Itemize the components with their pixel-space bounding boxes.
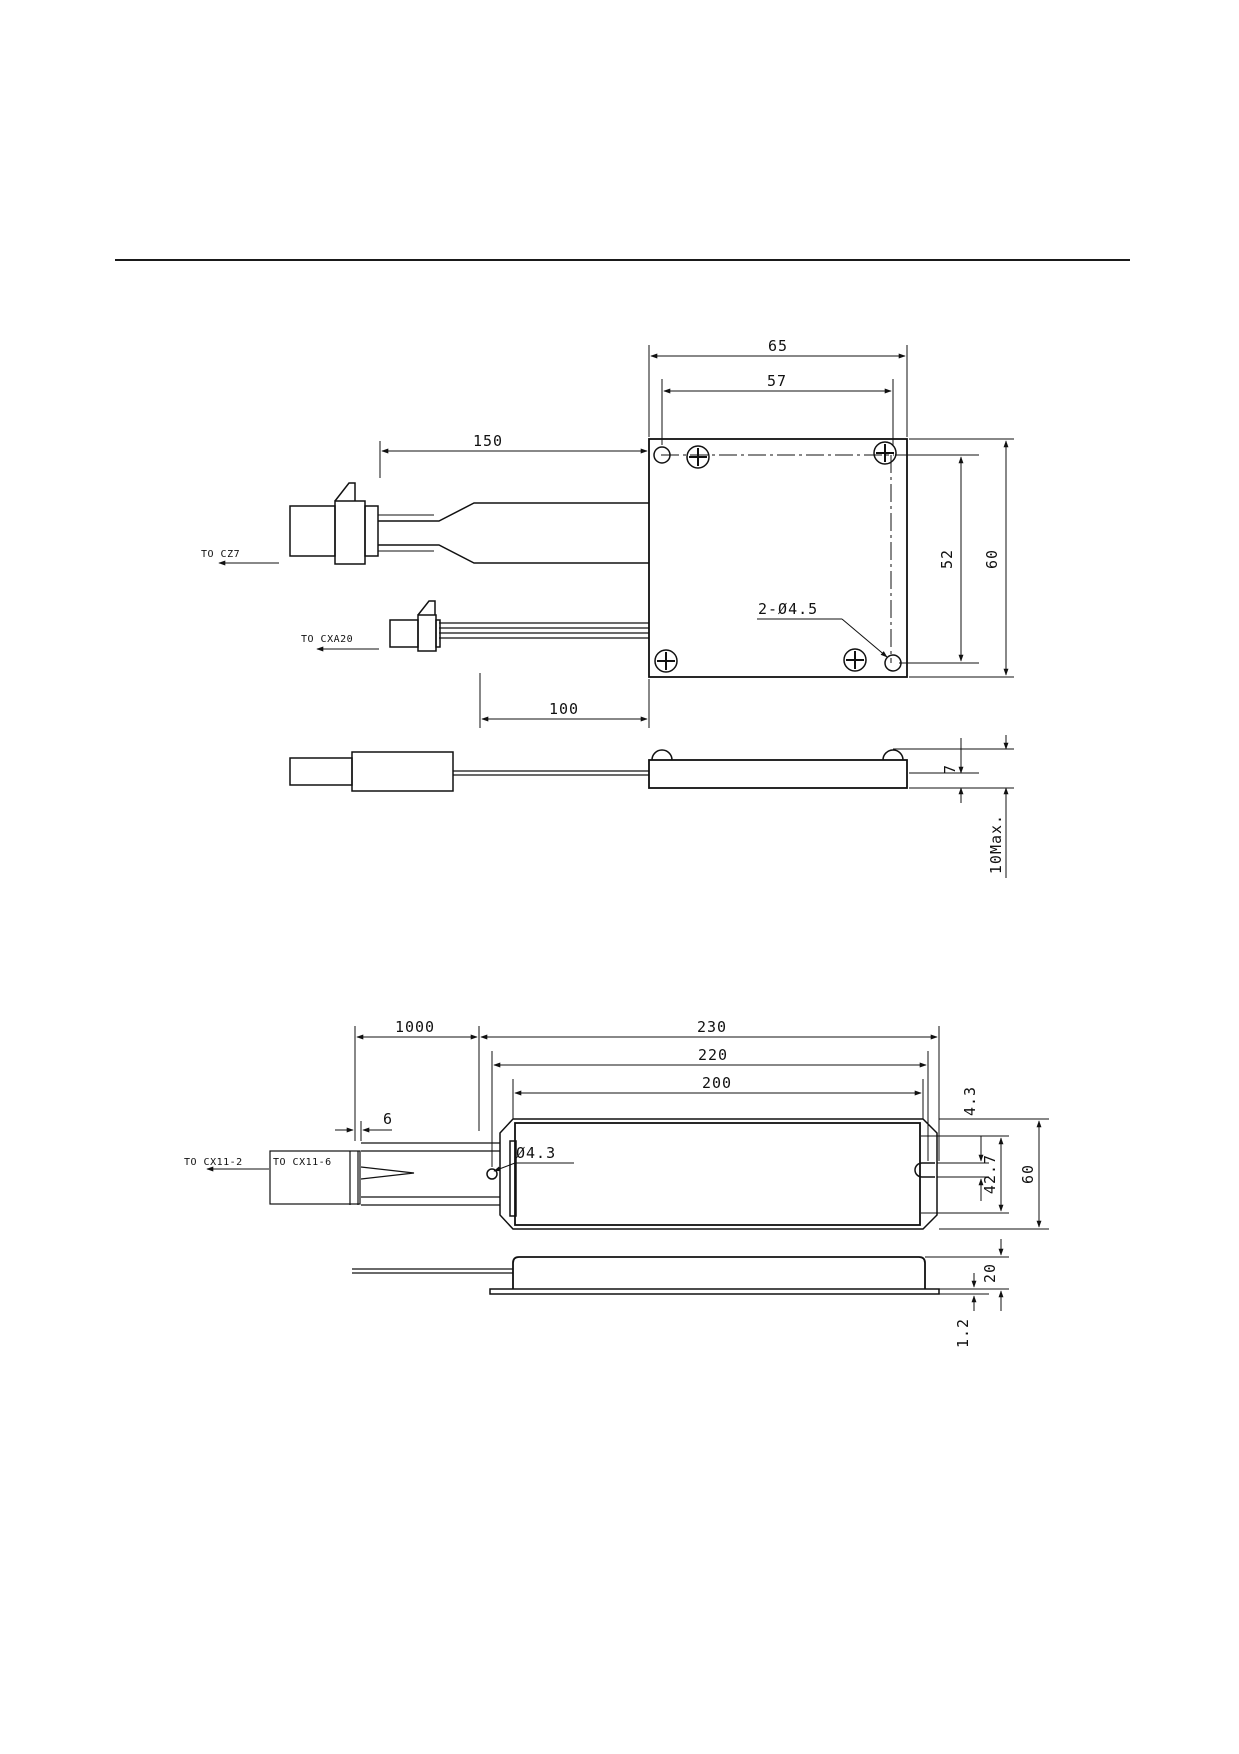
dim-150-label: 150: [473, 432, 503, 450]
hole-callout-label: Ø4.3: [516, 1144, 556, 1162]
screw-icon: [843, 648, 867, 672]
dim-1-2-label: 1.2: [954, 1318, 972, 1348]
dim-20-label: 20: [981, 1263, 999, 1283]
hole-callout-label: 2-Ø4.5: [758, 600, 818, 618]
dim-220-label: 220: [698, 1046, 728, 1064]
mount-hole: [486, 1168, 498, 1180]
connector-cxa20: [389, 600, 441, 652]
side-body: [512, 1256, 926, 1289]
side-connector: [289, 757, 353, 786]
side-connector-body: [351, 751, 454, 792]
mount-hole: [653, 446, 671, 464]
dim-1000-label: 1000: [395, 1018, 435, 1036]
dim-4-3-label: 4.3: [961, 1086, 979, 1116]
dim-65-label: 65: [768, 337, 788, 355]
hole-leader: [493, 1162, 516, 1172]
hole-leader: [841, 618, 888, 658]
mount-slot: [914, 1162, 935, 1178]
resistor-bracket: [499, 1118, 938, 1230]
cable-upper: [378, 502, 649, 522]
drawing-2-svg: TO CX11-2 TO CX11-6 Ø4.3 1000 6 230 220 …: [184, 1018, 1049, 1348]
dim-60-label: 60: [983, 549, 1001, 569]
label-to-cz7: TO CZ7: [201, 549, 240, 560]
drawing-1-svg: 65 57 150 52 60 2-Ø4.5 TO CZ7 TO CXA20: [201, 337, 1014, 878]
side-base-plate: [489, 1288, 940, 1295]
dim-57-label: 57: [767, 372, 787, 390]
resistor-body: [514, 1122, 921, 1226]
screw-icon: [654, 649, 678, 673]
dim-230-label: 230: [697, 1018, 727, 1036]
label-to-cx11-2: TO CX11-2: [184, 1157, 243, 1168]
dim-7-label: 7: [941, 764, 959, 774]
dim-200-label: 200: [702, 1074, 732, 1092]
drawing-2-panel: TO CX11-2 TO CX11-6 Ø4.3 1000 6 230 220 …: [169, 1011, 1075, 1415]
dim-100-label: 100: [549, 700, 579, 718]
cable-upper: [378, 544, 649, 564]
connector-cz7: [289, 482, 379, 565]
side-plate: [648, 759, 908, 789]
label-to-cxa20: TO CXA20: [301, 634, 353, 645]
mount-hole: [884, 654, 902, 672]
plate-outline: [648, 438, 908, 678]
screw-icon: [686, 445, 710, 469]
dim-52-label: 52: [938, 549, 956, 569]
dim-42-7-label: 42.7: [981, 1154, 999, 1194]
dim-60-label: 60: [1019, 1164, 1037, 1184]
label-to-cx11-6: TO CX11-6: [273, 1157, 332, 1168]
connector-cx11: [269, 1150, 361, 1205]
dim-6-label: 6: [383, 1110, 393, 1128]
dim-10max-label: 10Max.: [987, 814, 1005, 874]
drawing-1-panel: 65 57 150 52 60 2-Ø4.5 TO CZ7 TO CXA20: [189, 323, 1064, 893]
screw-icon: [873, 441, 897, 465]
header-rule: [115, 259, 1130, 261]
